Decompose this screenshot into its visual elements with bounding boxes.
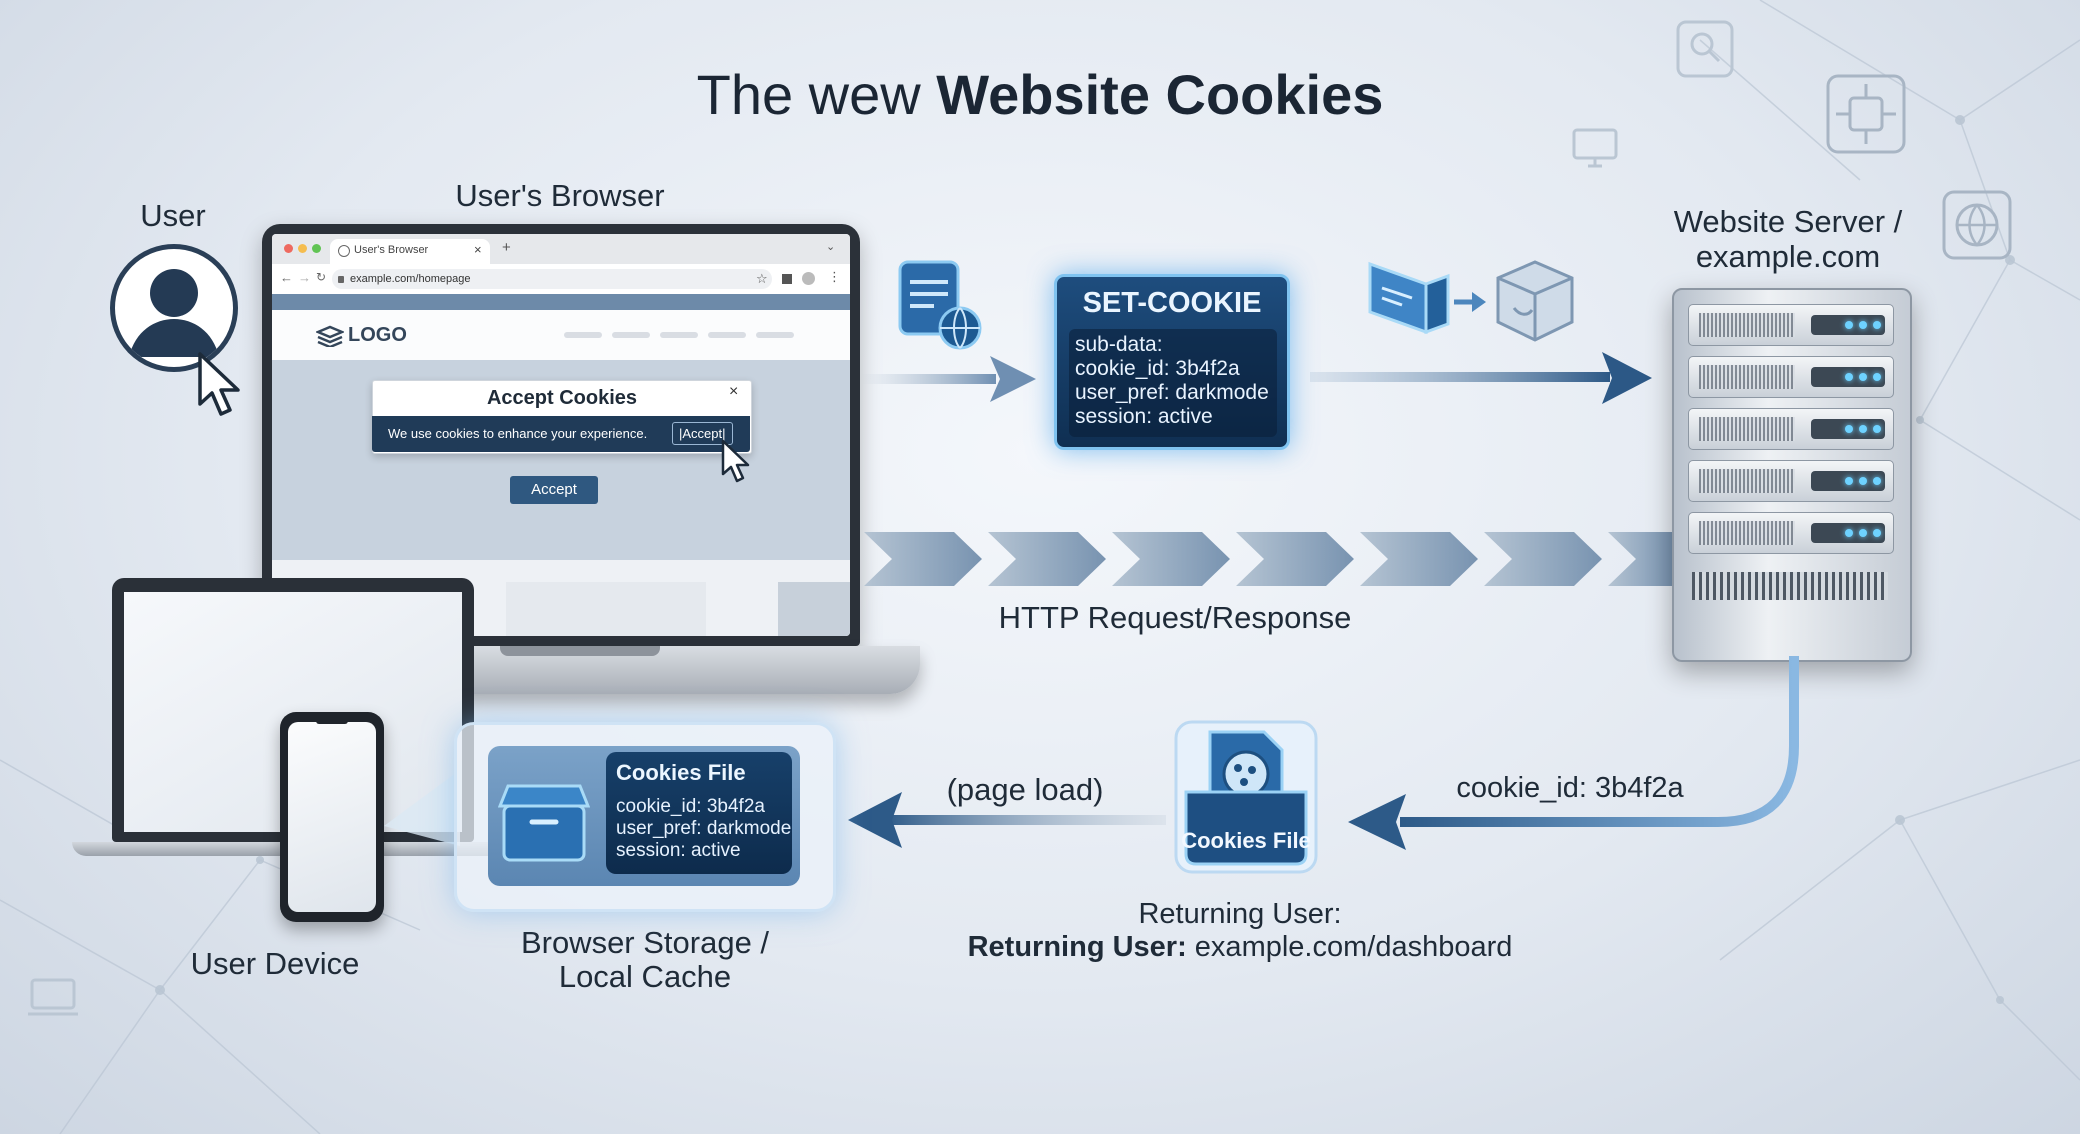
new-tab-button[interactable]: + xyxy=(502,239,511,256)
nav-link[interactable] xyxy=(612,332,650,338)
server-unit xyxy=(1688,512,1894,554)
storage-label: Browser Storage /Local Cache xyxy=(520,925,770,994)
set-cookie-line: cookie_id: 3b4f2a xyxy=(1075,357,1240,380)
settings-chip-icon xyxy=(1826,74,1906,154)
server-label: Website Server /example.com xyxy=(1673,204,1903,274)
window-close-dot[interactable] xyxy=(284,244,293,253)
set-cookie-header: SET-COOKIE xyxy=(1082,287,1262,319)
content-block xyxy=(778,582,850,636)
site-navbar: LOGO xyxy=(272,310,850,361)
cookie-id-return-label: cookie_id: 3b4f2a xyxy=(1456,772,1684,804)
nav-link[interactable] xyxy=(756,332,794,338)
monitor-icon xyxy=(28,978,78,1016)
tab-favicon-icon xyxy=(338,245,350,257)
profile-icon[interactable] xyxy=(802,272,815,285)
browser-window: User's Browser × + ⌄ ← → ↻ example.com/h… xyxy=(272,234,850,636)
cookie-file-icon xyxy=(1174,720,1318,874)
site-logo-text: LOGO xyxy=(348,324,407,346)
nav-link[interactable] xyxy=(660,332,698,338)
network-cable-icon xyxy=(1368,261,1450,335)
globe-icon xyxy=(1942,190,2012,260)
cookies-file-line: user_pref: darkmode xyxy=(616,818,792,839)
http-chevron-band xyxy=(864,532,1674,586)
set-cookie-panel: SET-COOKIE sub-data: cookie_id: 3b4f2a u… xyxy=(1054,274,1290,450)
page-load-label: (page load) xyxy=(946,772,1104,807)
set-cookie-line: user_pref: darkmode xyxy=(1075,381,1269,404)
document-globe-icon xyxy=(898,260,982,350)
nav-link[interactable] xyxy=(708,332,746,338)
window-min-dot[interactable] xyxy=(298,244,307,253)
http-label: HTTP Request/Response xyxy=(998,600,1352,635)
user-avatar xyxy=(110,244,238,372)
user-label: User xyxy=(140,198,206,233)
monitor-icon xyxy=(1572,128,1618,168)
arrow-to-storage xyxy=(848,792,1166,848)
server-unit xyxy=(1688,460,1894,502)
reload-icon[interactable]: ↻ xyxy=(316,270,327,284)
logo-icon xyxy=(316,325,344,347)
phone-notch xyxy=(316,718,348,724)
cookie-message-bar: We use cookies to enhance your experienc… xyxy=(372,416,750,452)
inline-accept-link[interactable]: |Accept| xyxy=(672,422,733,445)
small-arrow-icon xyxy=(1454,292,1486,312)
browser-tab[interactable]: User's Browser × xyxy=(330,239,490,264)
dialog-close-icon[interactable]: × xyxy=(729,383,739,400)
more-menu-icon[interactable]: ⋮ xyxy=(828,269,841,284)
accept-button[interactable]: Accept xyxy=(510,476,598,504)
server-unit xyxy=(1688,304,1894,346)
tab-menu-chevron-icon[interactable]: ⌄ xyxy=(826,241,836,253)
server-unit xyxy=(1688,356,1894,398)
extensions-icon[interactable] xyxy=(782,274,792,284)
forward-arrow-icon[interactable]: → xyxy=(298,270,311,285)
browser-label: User's Browser xyxy=(455,178,665,213)
set-cookie-body: sub-data: cookie_id: 3b4f2a user_pref: d… xyxy=(1069,329,1277,437)
set-cookie-line: sub-data: xyxy=(1075,333,1163,356)
storage-connector xyxy=(384,770,460,846)
search-doc-icon xyxy=(1676,20,1734,78)
window-max-dot[interactable] xyxy=(312,244,321,253)
content-block xyxy=(506,582,706,636)
back-arrow-icon[interactable]: ← xyxy=(280,270,293,285)
package-box-icon xyxy=(1496,260,1574,342)
dialog-message: We use cookies to enhance your experienc… xyxy=(388,426,648,441)
tab-title: User's Browser xyxy=(354,244,429,256)
server-unit xyxy=(1688,408,1894,450)
cursor-icon xyxy=(721,439,750,483)
laptop-notch xyxy=(500,646,660,656)
storage-box-icon xyxy=(498,784,590,862)
device-phone-screen xyxy=(288,722,376,912)
bookmark-star-icon[interactable]: ☆ xyxy=(756,271,768,286)
cookies-file-line: session: active xyxy=(616,840,741,861)
server-vent xyxy=(1692,572,1888,600)
arrow-to-set-cookie xyxy=(860,356,1036,402)
return-arrow xyxy=(1348,656,1799,850)
cookies-file-card-body: cookie_id: 3b4f2a user_pref: darkmode se… xyxy=(616,796,791,862)
server-icon xyxy=(1672,288,1912,662)
address-bar[interactable]: example.com/homepage xyxy=(332,269,772,289)
arrow-to-server xyxy=(1310,352,1652,404)
cursor-icon xyxy=(198,352,240,416)
cookies-file-line: cookie_id: 3b4f2a xyxy=(616,796,765,817)
cookies-file-card: Cookies File cookie_id: 3b4f2a user_pref… xyxy=(606,752,792,874)
tab-close-icon[interactable]: × xyxy=(474,242,482,257)
browser-tabbar: User's Browser × + ⌄ xyxy=(272,234,850,264)
user-device-label: User Device xyxy=(190,946,360,981)
page-title: The wew Website Cookies xyxy=(696,63,1384,126)
cookies-file-badge-label: Cookies File xyxy=(1181,828,1311,853)
browser-toolbar: ← → ↻ example.com/homepage ☆ ⋮ xyxy=(272,264,850,295)
user-icon xyxy=(129,269,219,357)
returning-user-label: Returning User: Returning User: example.… xyxy=(967,898,1513,963)
dialog-title: Accept Cookies xyxy=(486,387,638,409)
cookies-file-card-header: Cookies File xyxy=(616,760,746,785)
site-header-strip xyxy=(272,294,850,310)
lock-icon xyxy=(338,276,344,283)
set-cookie-line: session: active xyxy=(1075,405,1213,428)
nav-link[interactable] xyxy=(564,332,602,338)
